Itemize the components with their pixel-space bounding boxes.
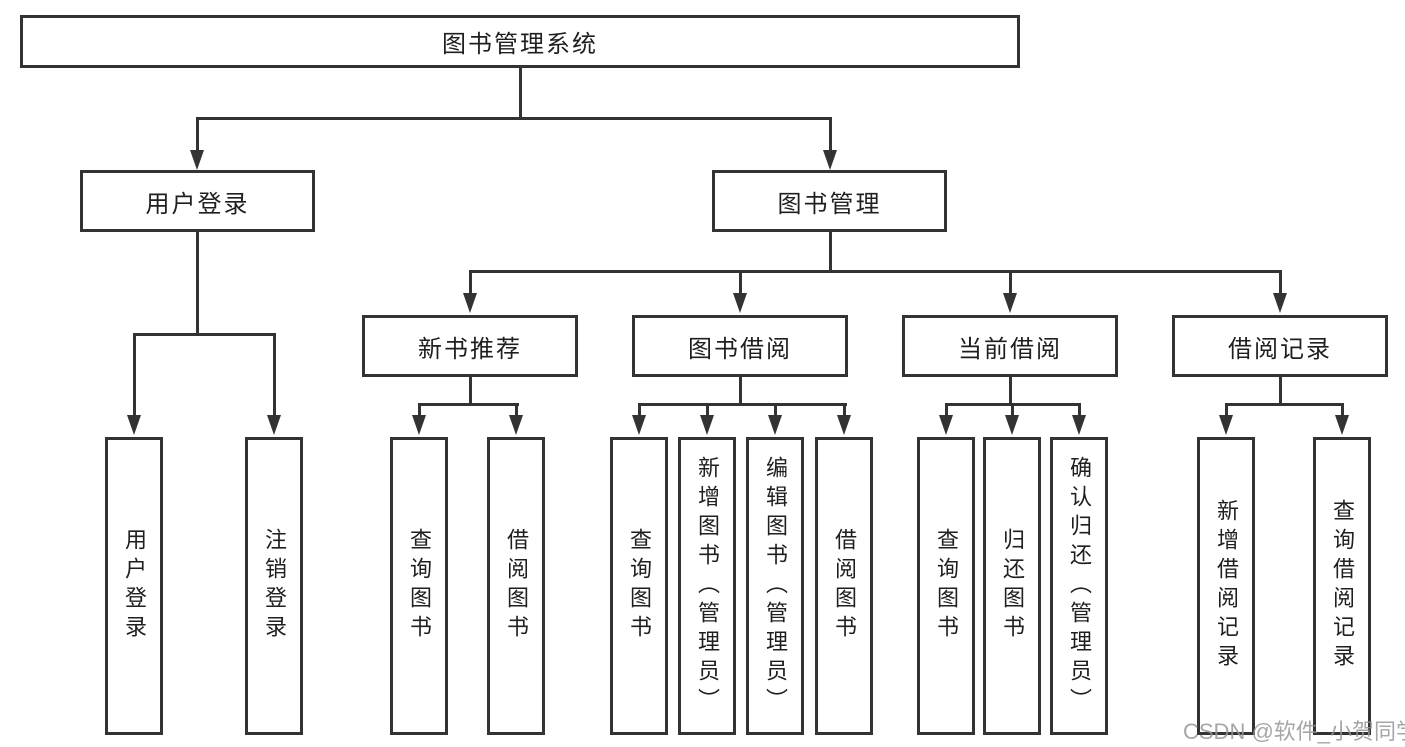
connector-borrow-branch — [637, 403, 847, 406]
connector-records-stem — [1278, 377, 1282, 406]
arrowhead-leaf-add-record-icon — [1219, 415, 1233, 435]
leaf-query-books-recommend: 查询图书 — [390, 437, 448, 735]
leaf-query-books-current-label: 查询图书 — [934, 528, 959, 644]
connector-drop-leaf-query-record — [1340, 403, 1344, 417]
connector-drop-leaf-add-book — [705, 403, 709, 417]
leaf-edit-book-admin-label: 编辑图书（管理员） — [763, 455, 788, 717]
connector-drop-leaf-query-borrow — [637, 403, 641, 417]
leaf-logout: 注销登录 — [245, 437, 303, 735]
node-root: 图书管理系统 — [20, 15, 1020, 68]
connector-drop-leaf-query-current — [944, 403, 948, 417]
connector-drop-recommend — [468, 270, 472, 296]
node-user-login-label: 用户登录 — [145, 190, 250, 218]
connector-drop-leaf-logout — [272, 333, 276, 417]
node-book-management: 图书管理 — [712, 170, 947, 232]
connector-drop-book-mgmt — [828, 117, 832, 153]
arrowhead-leaf-query-record-icon — [1335, 415, 1349, 435]
connector-root-branch — [195, 117, 832, 120]
leaf-add-book-admin: 新增图书（管理员） — [678, 437, 736, 735]
leaf-user-login: 用户登录 — [105, 437, 163, 735]
leaf-confirm-return-admin-label: 确认归还（管理员） — [1067, 455, 1092, 717]
connector-drop-user-login — [195, 117, 199, 153]
arrowhead-leaf-add-book-icon — [700, 415, 714, 435]
leaf-add-borrow-record: 新增借阅记录 — [1197, 437, 1255, 735]
arrowhead-borrow-icon — [733, 293, 747, 313]
connector-root-stem — [518, 68, 522, 118]
leaf-query-books-borrow: 查询图书 — [610, 437, 668, 735]
connector-book-mgmt-stem — [828, 232, 832, 273]
arrowhead-leaf-logout-icon — [267, 415, 281, 435]
connector-recommend-branch — [417, 403, 519, 406]
arrowhead-user-login-icon — [190, 150, 204, 170]
leaf-query-books-recommend-label: 查询图书 — [407, 528, 432, 644]
leaf-return-book-label: 归还图书 — [1000, 528, 1025, 644]
leaf-borrow-books-borrow-label: 借阅图书 — [832, 528, 857, 644]
arrowhead-leaf-borrow-recommend-icon — [509, 415, 523, 435]
arrowhead-leaf-query-current-icon — [939, 415, 953, 435]
connector-drop-leaf-add-record — [1224, 403, 1228, 417]
node-book-borrow: 图书借阅 — [632, 315, 848, 377]
node-current-borrow: 当前借阅 — [902, 315, 1118, 377]
leaf-edit-book-admin: 编辑图书（管理员） — [746, 437, 804, 735]
connector-drop-current — [1008, 270, 1012, 296]
arrowhead-records-icon — [1273, 293, 1287, 313]
connector-current-stem — [1008, 377, 1012, 406]
node-borrow-records-label: 借阅记录 — [1228, 335, 1332, 363]
watermark: CSDN @软件_小贺同学 — [1183, 719, 1405, 744]
connector-drop-records — [1278, 270, 1282, 296]
arrowhead-current-icon — [1003, 293, 1017, 313]
leaf-add-borrow-record-label: 新增借阅记录 — [1214, 499, 1239, 673]
connector-user-login-stem — [195, 232, 199, 336]
arrowhead-leaf-edit-book-icon — [768, 415, 782, 435]
node-new-book-recommend-label: 新书推荐 — [418, 335, 522, 363]
leaf-query-books-borrow-label: 查询图书 — [627, 528, 652, 644]
leaf-add-book-admin-label: 新增图书（管理员） — [695, 455, 720, 717]
leaf-confirm-return-admin: 确认归还（管理员） — [1050, 437, 1108, 735]
connector-drop-leaf-return-book — [1010, 403, 1014, 417]
leaf-logout-label: 注销登录 — [262, 528, 287, 644]
arrowhead-book-mgmt-icon — [823, 150, 837, 170]
connector-drop-leaf-confirm-return — [1077, 403, 1081, 417]
leaf-return-book: 归还图书 — [983, 437, 1041, 735]
connector-drop-leaf-edit-book — [773, 403, 777, 417]
node-root-label: 图书管理系统 — [442, 31, 598, 58]
leaf-query-books-current: 查询图书 — [917, 437, 975, 735]
leaf-query-borrow-record-label: 查询借阅记录 — [1330, 499, 1355, 673]
arrowhead-leaf-query-borrow-icon — [632, 415, 646, 435]
node-current-borrow-label: 当前借阅 — [958, 335, 1062, 363]
connector-recommend-stem — [468, 377, 472, 406]
connector-user-login-branch — [132, 333, 276, 336]
leaf-user-login-label: 用户登录 — [122, 528, 147, 644]
node-book-borrow-label: 图书借阅 — [688, 335, 792, 363]
arrowhead-leaf-borrow-book-icon — [837, 415, 851, 435]
arrowhead-leaf-login-icon — [127, 415, 141, 435]
leaf-query-borrow-record: 查询借阅记录 — [1313, 437, 1371, 735]
connector-drop-borrow — [738, 270, 742, 296]
connector-drop-leaf-borrow-recommend — [514, 403, 518, 417]
connector-book-mgmt-branch — [468, 270, 1282, 273]
arrowhead-leaf-query-recommend-icon — [412, 415, 426, 435]
node-borrow-records: 借阅记录 — [1172, 315, 1388, 377]
connector-borrow-stem — [738, 377, 742, 406]
arrowhead-leaf-confirm-return-icon — [1072, 415, 1086, 435]
arrowhead-leaf-return-book-icon — [1005, 415, 1019, 435]
connector-drop-leaf-borrow-book — [842, 403, 846, 417]
leaf-borrow-books-recommend: 借阅图书 — [487, 437, 545, 735]
node-book-management-label: 图书管理 — [777, 190, 882, 218]
connector-drop-leaf-query-recommend — [417, 403, 421, 417]
connector-drop-leaf-login — [132, 333, 136, 417]
connector-records-branch — [1224, 403, 1344, 406]
node-user-login: 用户登录 — [80, 170, 315, 232]
leaf-borrow-books-borrow: 借阅图书 — [815, 437, 873, 735]
leaf-borrow-books-recommend-label: 借阅图书 — [504, 528, 529, 644]
arrowhead-recommend-icon — [463, 293, 477, 313]
node-new-book-recommend: 新书推荐 — [362, 315, 578, 377]
